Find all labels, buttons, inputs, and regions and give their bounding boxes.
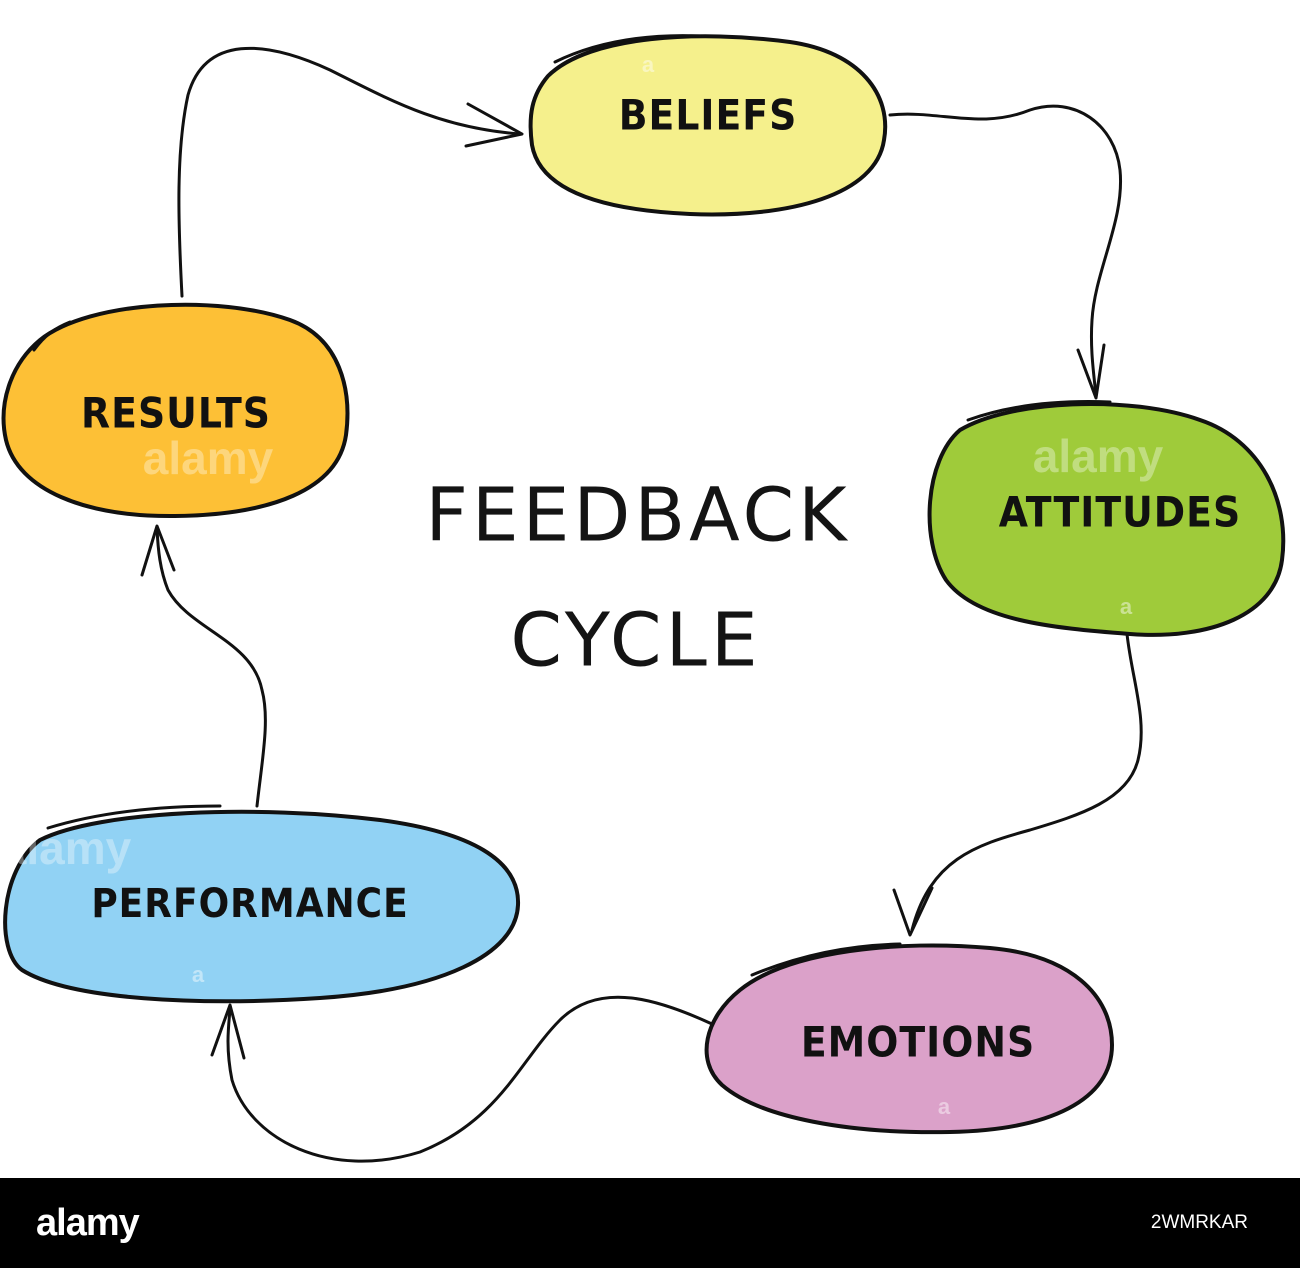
watermark-mark: a bbox=[192, 962, 205, 987]
node-emotions: EMOTIONS bbox=[704, 942, 1114, 1135]
arrowhead-performance-to-results bbox=[140, 524, 176, 577]
footer-image-id: 2WMRKAR bbox=[1150, 1212, 1248, 1233]
edge-performance-to-results bbox=[155, 526, 267, 808]
title-line-2: CYCLE bbox=[510, 598, 761, 684]
node-attitudes-shape bbox=[927, 401, 1286, 637]
edge-beliefs-to-attitudes bbox=[888, 104, 1123, 398]
edge-results-to-beliefs bbox=[177, 46, 522, 298]
watermark-text: alamy bbox=[1033, 430, 1164, 482]
node-beliefs-label: BELIEFS bbox=[619, 91, 798, 140]
edge-emotions-to-performance bbox=[226, 995, 714, 1163]
title-line-1: FEEDBACK bbox=[425, 473, 850, 559]
node-attitudes-label: ATTITUDES bbox=[999, 488, 1241, 537]
node-performance-shape bbox=[3, 809, 521, 1004]
node-beliefs-shape bbox=[528, 34, 888, 217]
arrowhead-beliefs-to-attitudes bbox=[1076, 343, 1106, 400]
footer-bar: alamy 2WMRKAR bbox=[0, 1178, 1300, 1268]
node-emotions-label: EMOTIONS bbox=[801, 1018, 1035, 1067]
node-attitudes: ATTITUDES bbox=[927, 400, 1286, 637]
watermark-text: alamy bbox=[143, 432, 274, 484]
footer-logo: alamy bbox=[36, 1202, 140, 1244]
feedback-cycle-diagram: BELIEFS ATTITUDES EMOTIONS PERFORMANCE R… bbox=[1, 34, 1286, 1163]
node-performance: PERFORMANCE bbox=[3, 804, 521, 1004]
node-emotions-shape bbox=[704, 943, 1114, 1135]
node-results-shape bbox=[1, 302, 350, 519]
node-results: RESULTS bbox=[1, 302, 350, 519]
center-title: FEEDBACK CYCLE bbox=[425, 473, 850, 684]
edges bbox=[140, 46, 1143, 1163]
watermark-mark: a bbox=[1120, 594, 1133, 619]
edge-attitudes-to-emotions bbox=[910, 632, 1143, 932]
watermark-mark: a bbox=[938, 1094, 951, 1119]
arrowhead-emotions-to-performance bbox=[210, 1003, 246, 1060]
node-beliefs: BELIEFS bbox=[528, 34, 888, 217]
node-results-label: RESULTS bbox=[81, 389, 271, 438]
watermark-text: alamy bbox=[1, 822, 132, 874]
watermarks: alamy alamy alamy a a a a bbox=[1, 52, 1164, 1119]
watermark-mark: a bbox=[642, 52, 655, 77]
node-performance-label: PERFORMANCE bbox=[91, 881, 408, 927]
arrowhead-results-to-beliefs bbox=[464, 102, 524, 148]
arrowhead-attitudes-to-emotions bbox=[892, 886, 934, 937]
